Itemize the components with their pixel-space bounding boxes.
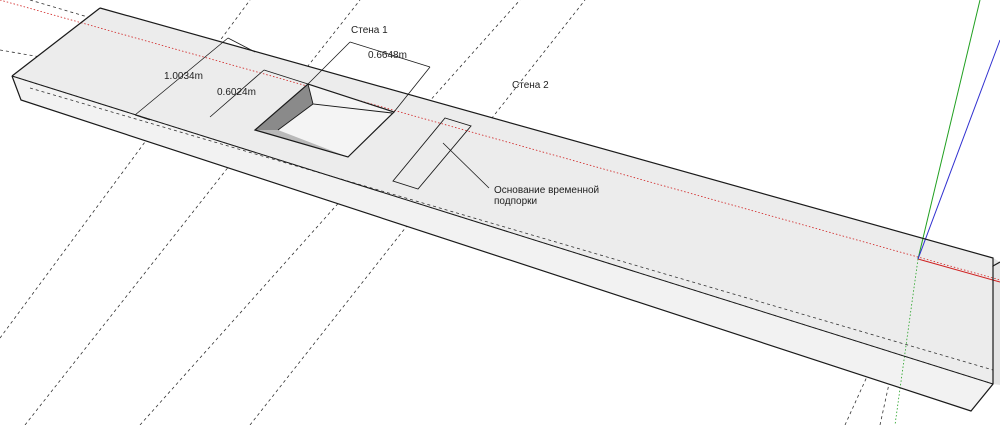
slab-back-edge[interactable] <box>99 7 1000 268</box>
dim-total-width-ext[interactable] <box>227 37 256 53</box>
slab-top-face[interactable] <box>12 8 993 384</box>
dim-total-width-label[interactable]: 1.0034m <box>164 71 203 82</box>
dim-total-width-ext[interactable] <box>134 114 151 121</box>
wall-2-label[interactable]: Стена 2 <box>512 80 549 91</box>
slab-front-edges[interactable] <box>11 75 994 412</box>
support-base-leader[interactable] <box>442 142 490 189</box>
dim-total-width-line[interactable] <box>134 37 229 116</box>
dim-inner-width-line[interactable] <box>209 69 265 118</box>
dim-opening-length-ext[interactable] <box>307 41 351 85</box>
slab-top-front-edge[interactable] <box>11 75 994 385</box>
slab-left-back-edge[interactable] <box>11 7 101 77</box>
slab-end-face[interactable] <box>993 258 1000 385</box>
support-base-outline[interactable] <box>392 117 472 190</box>
slab-edges <box>11 7 1000 412</box>
dim-opening-length-label[interactable]: 0.6648m <box>368 50 407 61</box>
blue-axis <box>917 39 1000 260</box>
guide-line[interactable] <box>29 87 994 371</box>
dim-inner-width-ext[interactable] <box>263 69 309 85</box>
support-base-label-line2[interactable]: подпорки <box>494 196 537 207</box>
dim-inner-width-label[interactable]: 0.6024m <box>217 87 256 98</box>
opening-wall-left <box>255 84 313 130</box>
surface-guides <box>11 75 994 385</box>
red-axis-dotted <box>0 0 1000 281</box>
guide-line[interactable] <box>139 0 521 426</box>
opening-inner-corner <box>277 103 314 131</box>
red-axis <box>917 258 1000 283</box>
dim-opening-length-line[interactable] <box>349 41 431 68</box>
dimension-lines <box>134 37 490 189</box>
green-axis <box>917 0 981 260</box>
dim-opening-length-ext[interactable] <box>393 66 431 113</box>
slab-front-face[interactable] <box>12 76 993 411</box>
wall-1-label[interactable]: Стена 1 <box>351 25 388 36</box>
support-base-label-line1[interactable]: Основание временной <box>494 185 599 196</box>
